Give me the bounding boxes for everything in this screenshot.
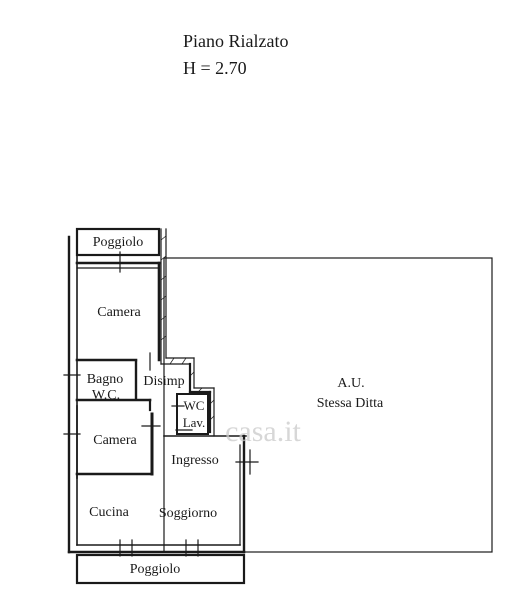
room-label-hallway: Disimp [143, 374, 184, 389]
room-label-balcony-top: Poggiolo [93, 235, 144, 250]
room-label-kitchen: Cucina [89, 505, 129, 520]
room-label-lav: Lav. [183, 415, 206, 430]
wc-outline [176, 393, 209, 435]
adjacent-unit-outline [163, 257, 493, 553]
watermark-logo: casa.it [225, 415, 301, 448]
room-label-wc: WC [184, 398, 205, 413]
room-label-living-room: Soggiorno [159, 506, 217, 521]
room-label-bathroom-wc: W.C. [92, 388, 120, 403]
room-label-bathroom: Bagno [87, 372, 124, 387]
floor-title: Piano Rialzato [183, 31, 289, 51]
ceiling-height-label: H = 2.70 [183, 58, 247, 78]
balcony-bottom-outline [75, 553, 246, 585]
room-label-bedroom-bottom: Camera [93, 433, 137, 448]
balcony-top-outline [75, 227, 161, 257]
adjacent-unit-owner-label: Stessa Ditta [317, 396, 384, 411]
shared-wall-hatch [160, 235, 215, 421]
room-label-bedroom-top: Camera [97, 305, 141, 320]
adjacent-unit-label: A.U. [337, 376, 364, 391]
room-label-entrance: Ingresso [171, 453, 218, 468]
room-label-balcony-bottom: Poggiolo [130, 562, 181, 577]
